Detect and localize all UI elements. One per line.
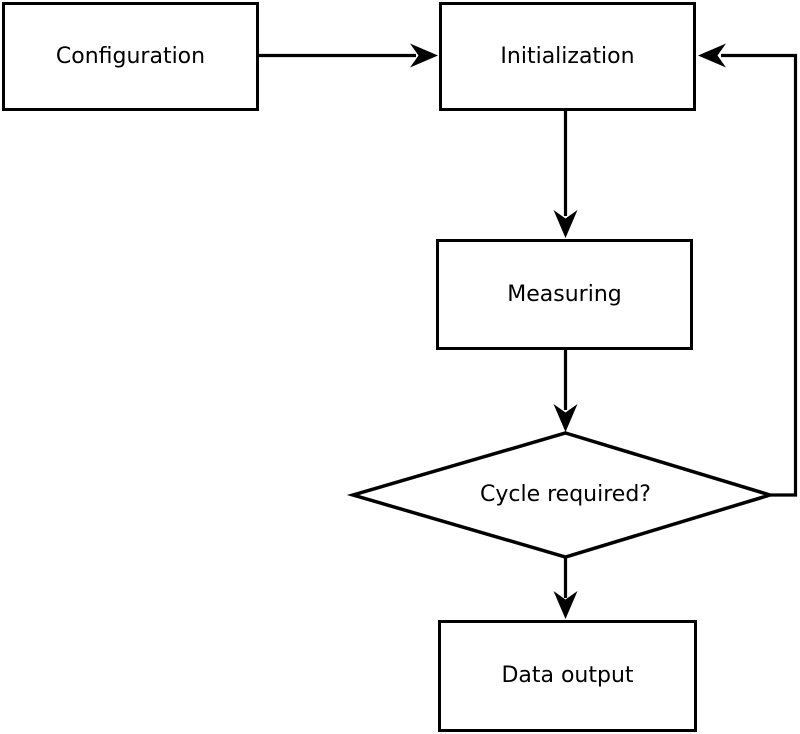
node-data-output-label: Data output — [501, 663, 634, 688]
node-data-output: Data output — [438, 620, 697, 732]
node-configuration: Configuration — [2, 2, 259, 111]
arrowhead-into-decision-top — [553, 404, 578, 432]
node-initialization-label: Initialization — [500, 43, 635, 69]
arrowhead-into-data-output-top — [553, 591, 578, 619]
node-measuring: Measuring — [436, 239, 693, 350]
arrowhead-into-measuring-top — [553, 210, 578, 238]
edge-decision-loop-to-initialization — [721, 53, 798, 497]
node-initialization: Initialization — [439, 2, 696, 111]
node-cycle-decision-label: Cycle required? — [480, 482, 651, 507]
node-configuration-label: Configuration — [55, 43, 206, 69]
node-cycle-decision: Cycle required? — [415, 482, 716, 508]
arrowhead-into-initialization-left — [410, 43, 438, 68]
node-measuring-label: Measuring — [507, 281, 622, 307]
arrowhead-into-initialization-right — [698, 43, 726, 68]
